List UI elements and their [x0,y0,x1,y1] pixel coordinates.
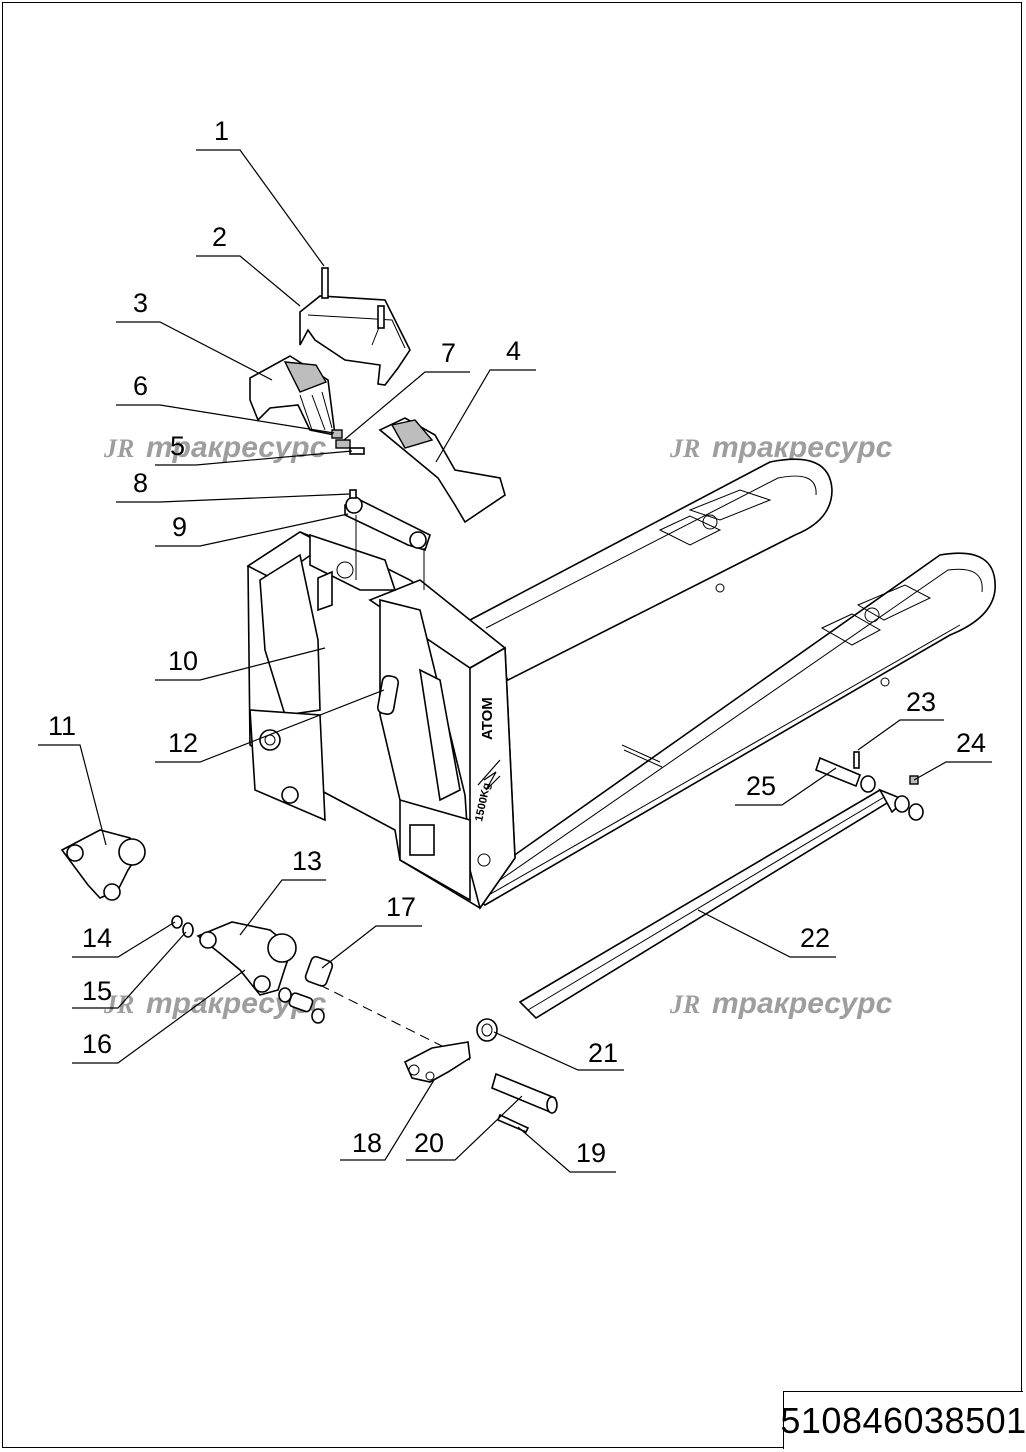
part-3-left-cover [249,355,336,437]
watermark-text: тракресурс [712,431,893,464]
fork-brand-label: ATOM [479,697,496,740]
callout-number: 23 [906,687,936,717]
callout-number: 13 [292,846,322,876]
watermark-4: JR тракресурс [669,987,893,1020]
part-17-bushing [304,955,334,987]
callout-12: 12 [155,689,385,763]
part-13-lever-bracket [196,921,297,996]
watermark-logo: JR [669,434,700,463]
watermark-1: JR тракресурс [103,431,327,464]
part-1-screw [321,267,385,329]
callout-number: 2 [212,222,227,252]
callout-4: 4 [435,336,536,463]
callout-9: 9 [155,512,425,590]
callout-number: 7 [441,338,456,368]
callout-number: 3 [133,288,148,318]
document-number: 510846038501 [780,1391,1026,1449]
callout-18: 18 [340,1079,435,1161]
callout-number: 21 [588,1038,618,1068]
callout-11: 11 [38,711,107,846]
callout-number: 17 [386,892,416,922]
callout-1: 1 [196,116,325,267]
callout-24: 24 [913,728,992,781]
callout-19: 19 [517,1126,616,1173]
callout-number: 11 [48,711,76,741]
callout-21: 21 [493,1031,624,1071]
watermark-logo: JR [103,434,134,463]
callout-15: 15 [72,931,187,1009]
part-22-push-rod [518,788,907,1020]
callout-number: 6 [133,371,148,401]
callout-6: 6 [116,371,335,434]
callout-2: 2 [196,222,301,307]
callout-14: 14 [72,921,176,958]
callout-number: 15 [82,976,112,1006]
part-25-axle [815,756,924,821]
watermark-text: тракресурс [146,431,327,464]
part-11-lever-bracket [60,829,146,901]
callout-number: 12 [168,728,198,758]
callout-3: 3 [116,288,273,381]
callout-13: 13 [239,846,326,936]
watermark-text: тракресурс [712,987,893,1020]
brand-logo-icon [477,759,501,791]
chassis-body: ATOM 1500Kg [246,531,516,910]
assembly-axis [319,984,471,1061]
part-14-retaining-ring [171,915,183,929]
callout-number: 5 [170,431,185,461]
part-19-split-pin [496,1113,530,1134]
callout-23: 23 [857,687,944,751]
part-18-clevis [403,1041,471,1083]
part-15-washer [182,922,194,938]
callout-25: 25 [735,767,837,806]
callout-number: 9 [172,512,187,542]
part-5-nut [349,447,365,455]
watermark-2: JR тракресурс [669,431,893,464]
part-7-spring [335,439,351,449]
callout-number: 14 [82,923,112,953]
callout-number: 25 [746,771,776,801]
fork-frame [463,458,996,906]
watermark-logo: JR [669,990,700,1019]
callout-number: 10 [168,646,198,676]
part-21-nut [476,1018,498,1042]
part-6-small-bolt [331,429,343,439]
callout-7: 7 [343,338,470,441]
part-20-pin [491,1072,558,1114]
callout-number: 4 [506,336,521,366]
callout-number: 16 [82,1029,112,1059]
part-16-bushings [278,987,325,1024]
part-8-washer [349,489,357,499]
callout-16: 16 [72,969,246,1064]
part-23-grease-nipple [853,751,860,769]
callout-20: 20 [406,1095,523,1161]
callout-number: 1 [214,116,229,146]
callout-10: 10 [155,646,326,681]
callout-number: 8 [133,468,148,498]
lower-fork [463,552,996,906]
part-4-right-cover [378,417,506,524]
part-9-bracket [344,496,431,551]
callout-17: 17 [321,892,422,969]
callout-number: 24 [956,728,986,758]
upper-fork [468,458,833,682]
callout-number: 19 [576,1138,606,1168]
callout-number: 18 [352,1128,382,1158]
callout-22: 22 [697,909,836,958]
callout-8: 8 [116,468,351,503]
callout-number: 22 [800,923,830,953]
callout-5: 5 [155,431,353,466]
callout-number: 20 [414,1128,444,1158]
